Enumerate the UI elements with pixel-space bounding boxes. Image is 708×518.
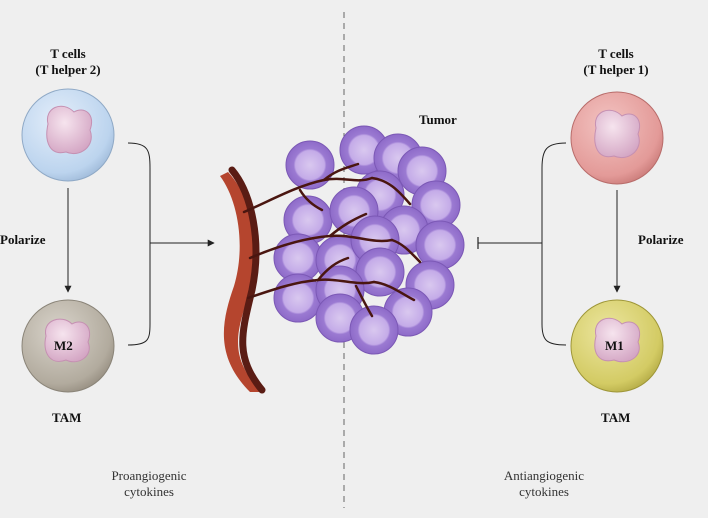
polarize-label-left: Polarize <box>0 232 46 247</box>
m2-label: M2 <box>54 338 73 353</box>
th2-cell <box>21 88 115 182</box>
tam-label-left: TAM <box>52 410 82 425</box>
left-bracket <box>127 142 151 346</box>
m2-nucleus <box>44 318 90 363</box>
th1-cell <box>570 91 664 185</box>
tumor-cell <box>285 140 335 190</box>
antiangiogenic-label: Antiangiogenic cytokines <box>503 468 585 499</box>
capillaries <box>242 162 422 318</box>
m1-cell <box>570 299 664 393</box>
blood-vessel <box>220 166 266 394</box>
tumor-label: Tumor <box>419 112 457 127</box>
th1-nucleus <box>594 109 640 158</box>
th1-label: T cells (T helper 1) <box>583 46 649 77</box>
th2-nucleus <box>46 105 92 154</box>
tumor-cell <box>349 305 399 355</box>
proangiogenic-label: Proangiogenic cytokines <box>111 468 187 499</box>
polarize-label-right: Polarize <box>638 232 684 247</box>
m2-cell <box>21 299 115 393</box>
m1-label: M1 <box>605 338 624 353</box>
right-bracket <box>541 142 567 346</box>
th2-label: T cells (T helper 2) <box>35 46 101 77</box>
tam-label-right: TAM <box>601 410 631 425</box>
m1-nucleus <box>594 317 640 363</box>
